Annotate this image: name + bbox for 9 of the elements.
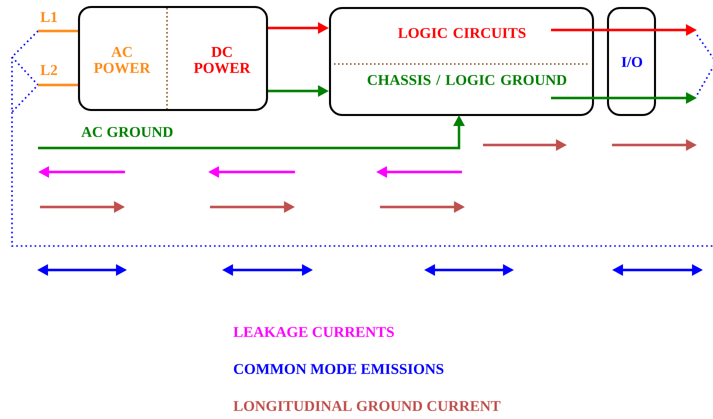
io-box: I/O	[607, 7, 656, 116]
legend-text: LONGITUDINAL GROUND CURRENT	[233, 400, 500, 412]
logic-box: LOGIC CIRCUITS CHASSIS / LOGIC GROUND	[329, 7, 594, 116]
line-label: AC GROUND	[81, 126, 173, 138]
power-supply-box: AC POWER DC POWER	[78, 6, 268, 111]
legend-text: COMMON MODE EMISSIONS	[234, 364, 444, 374]
line-label: L2	[40, 65, 58, 75]
line-label: L1	[40, 12, 57, 22]
legend-text: LEAKAGE CURRENTS	[233, 326, 394, 338]
